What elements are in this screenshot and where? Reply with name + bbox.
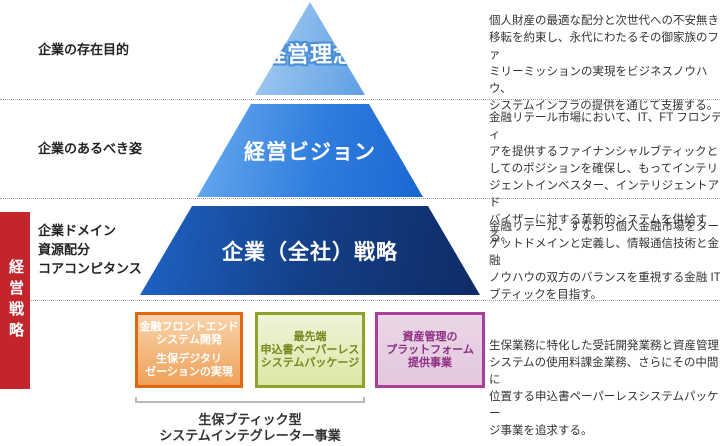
group-bracket: [135, 397, 365, 403]
tier-corporate-strategy-label: 企業（全社）戦略: [222, 240, 398, 264]
pyramid-tier-vision: 経営ビジョン: [197, 104, 423, 197]
label-corporate-ideal: 企業のあるべき姿: [38, 141, 143, 156]
dotted-separator-2: [0, 198, 720, 199]
box-paperless-text: 最先端 申込書ペーパーレス システムパッケージ: [260, 330, 360, 369]
box-finance-frontend-top-text: 金融フロントエンド システム開発: [139, 321, 239, 346]
label-domain-resources-competence: 企業ドメイン 資源配分 コアコンピタンス: [38, 223, 142, 276]
dotted-separator-3: [0, 300, 720, 301]
description-vision: 金融リテール市場において、IT、FT フロンティ アを提供するファイナンシャルブ…: [489, 112, 720, 243]
tier-philosophy-label: 経営理念: [263, 41, 356, 67]
pyramid-tier-corporate-strategy: 企業（全社）戦略: [140, 206, 480, 295]
management-strategy-bar: 経営戦略: [0, 212, 30, 389]
box-asset-platform-text: 資産管理の プラットフォーム 提供事業: [386, 330, 474, 369]
description-business: 生保業務に特化した受託開発業務と資産管理 システムの使用料課金業務、さらにその中…: [489, 340, 719, 437]
tier-vision-label: 経営ビジョン: [244, 140, 376, 164]
box-finance-frontend-bottom-text: 生保デジタリ ゼーションの実現: [145, 353, 233, 378]
pyramid-tier-philosophy: 経営理念: [255, 2, 365, 95]
description-strategy: 金融リテール、すなわち個人金融市場をター ゲットドメインと定義し、情報通信技術と…: [489, 221, 720, 301]
box-finance-frontend-development: 金融フロントエンド システム開発 生保デジタリ ゼーションの実現: [135, 312, 243, 388]
description-philosophy: 個人財産の最適な配分と次世代への不安無き 移転を約束し、永代にわたるその御家族の…: [489, 15, 719, 112]
box-asset-management-platform: 資産管理の プラットフォーム 提供事業: [375, 312, 485, 388]
dotted-separator-1: [0, 99, 720, 100]
management-strategy-bar-label: 経営戦略: [7, 258, 24, 343]
box-paperless-system-package: 最先端 申込書ペーパーレス システムパッケージ: [255, 312, 365, 388]
label-corporate-purpose: 企業の存在目的: [38, 42, 130, 57]
bottom-caption-boutique-si: 生保ブティック型 システムインテグレーター事業: [159, 412, 341, 443]
